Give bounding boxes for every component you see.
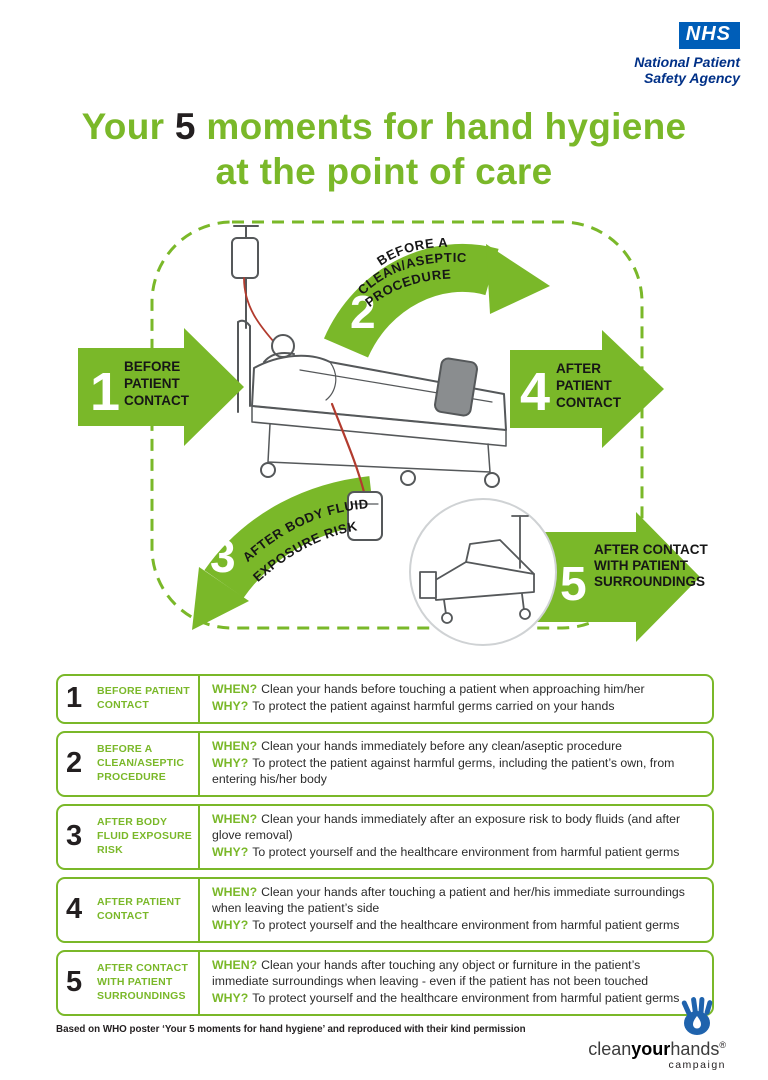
when-label: WHEN?: [212, 738, 258, 753]
agency-name: National Patient Safety Agency: [634, 54, 740, 86]
moment-1-label-line3: CONTACT: [124, 393, 190, 408]
moment-number: 2: [66, 747, 83, 780]
why-label: WHY?: [212, 917, 249, 932]
description-cell: WHEN?Clean your hands before touching a …: [198, 676, 712, 722]
moment-5-label-line2: WITH PATIENT: [594, 558, 689, 573]
campaign-subtitle: campaign: [668, 1059, 726, 1071]
who-attribution: Based on WHO poster ‘Your 5 moments for …: [56, 1024, 526, 1035]
hand-hygiene-diagram: 1 BEFORE PATIENT CONTACT 2 BEFORE A CLEA…: [78, 220, 708, 646]
moment-4-arrow: [510, 330, 664, 448]
moment-2-arrow: [323, 244, 550, 359]
why-text: To protect the patient against harmful g…: [252, 698, 615, 713]
wordmark-your: your: [631, 1039, 671, 1059]
moment-cell: 1 BEFORE PATIENT CONTACT: [58, 676, 198, 722]
moment-number: 4: [66, 893, 83, 926]
table-row-1: 1 BEFORE PATIENT CONTACT WHEN?Clean your…: [56, 674, 714, 724]
moment-1-arrow: [78, 328, 244, 446]
nhs-header: NHS National Patient Safety Agency: [634, 22, 740, 86]
moment-number: 1: [66, 682, 83, 715]
title-part2: moments for hand hygiene: [206, 106, 687, 147]
moment-5-number: 5: [560, 558, 587, 611]
moment-1-number: 1: [90, 362, 120, 422]
moments-table: 1 BEFORE PATIENT CONTACT WHEN?Clean your…: [56, 674, 714, 1023]
patient-bed-illustration: [231, 225, 507, 541]
moment-5-label-line3: SURROUNDINGS: [594, 574, 705, 589]
why-label: WHY?: [212, 698, 249, 713]
cleanyourhands-wordmark: cleanyourhands®: [536, 1040, 726, 1058]
moment-cell: 3 AFTER BODY FLUID EXPOSURE RISK: [58, 806, 198, 868]
title-line1: Your 5 moments for hand hygiene: [0, 104, 768, 149]
when-text: Clean your hands after touching any obje…: [212, 957, 649, 988]
moment-cell: 4 AFTER PATIENT CONTACT: [58, 879, 198, 941]
description-cell: WHEN?Clean your hands immediately before…: [198, 732, 712, 795]
why-text: To protect yourself and the healthcare e…: [252, 990, 680, 1005]
when-label: WHEN?: [212, 811, 258, 826]
moment-4-label-line2: PATIENT: [556, 378, 613, 393]
when-label: WHEN?: [212, 682, 258, 696]
surroundings-inset: [409, 498, 557, 646]
why-label: WHY?: [212, 990, 249, 1005]
description-cell: WHEN?Clean your hands after touching any…: [198, 951, 712, 1014]
moment-1-label-line1: BEFORE: [124, 359, 180, 374]
nhs-logo: NHS: [678, 22, 740, 49]
when-label: WHEN?: [212, 884, 258, 899]
moment-4-number: 4: [520, 362, 550, 422]
moment-label: AFTER BODY FLUID EXPOSURE RISK: [97, 816, 192, 856]
moment-label: BEFORE A CLEAN/ASEPTIC PROCEDURE: [97, 743, 185, 783]
wordmark-hands: hands: [670, 1039, 720, 1059]
table-row-3: 3 AFTER BODY FLUID EXPOSURE RISK WHEN?Cl…: [56, 803, 714, 870]
hand-icon: [681, 997, 713, 1035]
moment-5-label-line1: AFTER CONTACT: [594, 542, 708, 557]
description-cell: WHEN?Clean your hands after touching a p…: [198, 878, 712, 941]
moment-label: AFTER CONTACT WITH PATIENT SURROUNDINGS: [97, 962, 189, 1002]
when-text: Clean your hands before touching a patie…: [261, 682, 645, 696]
when-text: Clean your hands immediately after an ex…: [212, 811, 681, 842]
when-label: WHEN?: [212, 957, 258, 972]
moment-label: AFTER PATIENT CONTACT: [97, 896, 181, 922]
description-cell: WHEN?Clean your hands immediately after …: [198, 805, 712, 868]
cleanyourhands-logo: cleanyourhands® campaign: [536, 996, 726, 1071]
table-row-4: 4 AFTER PATIENT CONTACT WHEN?Clean your …: [56, 876, 714, 943]
why-text: To protect yourself and the healthcare e…: [252, 844, 680, 859]
when-text: Clean your hands after touching a patien…: [212, 884, 685, 915]
poster-title: Your 5 moments for hand hygiene at the p…: [0, 104, 768, 194]
when-text: Clean your hands immediately before any …: [261, 738, 623, 753]
wordmark-clean: clean: [588, 1039, 632, 1059]
why-label: WHY?: [212, 755, 249, 770]
agency-line1: National Patient: [634, 54, 740, 70]
title-part1: Your: [81, 106, 165, 147]
why-text: To protect yourself and the healthcare e…: [252, 917, 680, 932]
moment-4-label-line1: AFTER: [556, 361, 601, 376]
registered-mark: ®: [719, 1040, 726, 1050]
moment-1-label-line2: PATIENT: [124, 376, 181, 391]
table-row-2: 2 BEFORE A CLEAN/ASEPTIC PROCEDURE WHEN?…: [56, 730, 714, 797]
table-row-5: 5 AFTER CONTACT WITH PATIENT SURROUNDING…: [56, 949, 714, 1016]
moment-cell: 5 AFTER CONTACT WITH PATIENT SURROUNDING…: [58, 952, 198, 1014]
title-line2: at the point of care: [215, 151, 553, 193]
moment-4-label-line3: CONTACT: [556, 395, 622, 410]
moment-label: BEFORE PATIENT CONTACT: [97, 685, 190, 711]
why-label: WHY?: [212, 844, 249, 859]
moment-cell: 2 BEFORE A CLEAN/ASEPTIC PROCEDURE: [58, 733, 198, 795]
why-text: To protect the patient against harmful g…: [212, 755, 675, 786]
moment-3-number: 3: [210, 530, 236, 582]
moment-number: 5: [66, 966, 83, 999]
agency-line2: Safety Agency: [644, 70, 740, 87]
moment-2-number: 2: [350, 286, 376, 338]
moment-number: 3: [66, 820, 83, 853]
title-number-5: 5: [174, 106, 196, 147]
